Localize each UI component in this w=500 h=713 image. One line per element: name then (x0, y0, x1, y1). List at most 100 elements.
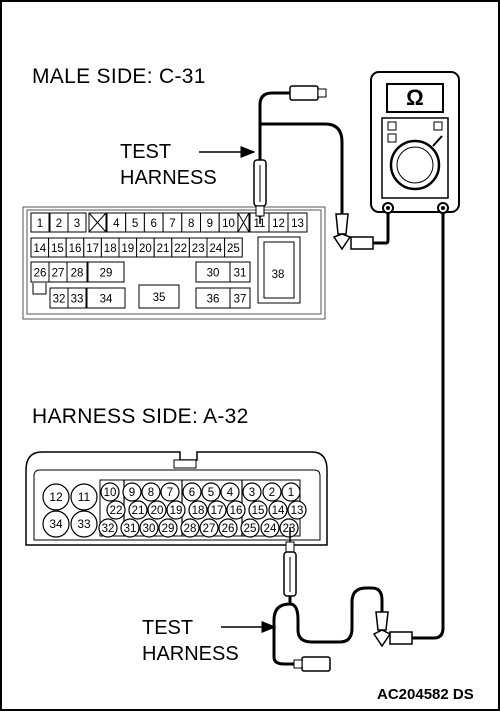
pin-circle (226, 500, 246, 520)
pin-label: 8 (188, 218, 194, 230)
pin-circle (141, 482, 161, 502)
pin-circle (260, 518, 280, 538)
pin-label: 10 (222, 218, 235, 230)
pin-label: 7 (169, 218, 175, 230)
pin-circle (287, 500, 307, 520)
pin-label: 30 (207, 268, 220, 280)
pin-cell (224, 237, 243, 258)
pin-circle (207, 500, 227, 520)
pin-label: 38 (272, 269, 285, 281)
pin-circle (268, 500, 288, 520)
pin-circle (70, 483, 98, 511)
pin-label: 4 (113, 218, 120, 230)
pin-circle (106, 500, 126, 520)
pin-circle (180, 518, 200, 538)
pin-cell (86, 287, 126, 309)
pin-circle (70, 510, 98, 538)
pin-label: 33 (77, 517, 91, 531)
pin-circle (42, 483, 70, 511)
pin-label: 29 (100, 268, 113, 280)
pin-label: 37 (234, 294, 247, 306)
pin-label: 28 (184, 523, 197, 535)
pin-label: 21 (157, 243, 170, 255)
pin-label: 15 (252, 505, 265, 517)
pin-cell (87, 261, 125, 283)
pin-label: 20 (139, 243, 152, 255)
pin-label: 24 (264, 523, 277, 535)
pin-label: 32 (53, 294, 66, 306)
pin-label: 25 (244, 523, 257, 535)
test-harness-label-bottom: TEST HARNESS (142, 615, 272, 667)
pin-label: 14 (33, 243, 46, 255)
pin-cell (67, 287, 87, 309)
pin-label: 16 (230, 505, 243, 517)
pin-circle (281, 482, 301, 502)
harness-side-title: HARNESS SIDE: A-32 (32, 405, 249, 428)
pin-label: 7 (167, 487, 173, 499)
pin-cell (138, 284, 180, 309)
pin-label: 9 (129, 487, 135, 499)
pin-label: 6 (151, 218, 157, 230)
pin-label: 2 (269, 487, 275, 499)
pin-cell (287, 212, 308, 233)
pin-label: 31 (234, 268, 247, 280)
pin-cell (66, 261, 88, 283)
pin-label: 31 (124, 523, 137, 535)
pin-label: 18 (192, 505, 205, 517)
pin-label: 13 (291, 505, 304, 517)
pin-label: 28 (71, 268, 84, 280)
pin-label: 3 (249, 487, 255, 499)
pin-label: 6 (189, 487, 195, 499)
pin-circle (248, 500, 268, 520)
pin-cell (229, 287, 251, 309)
pin-circle (122, 482, 142, 502)
pin-label: 20 (151, 505, 164, 517)
pin-label: 13 (291, 218, 304, 230)
pin-label: 24 (209, 243, 222, 255)
pin-cell (67, 212, 87, 233)
pin-label: 33 (71, 294, 84, 306)
pin-label: 25 (227, 243, 240, 255)
pin-label: 4 (227, 487, 234, 499)
pin-label: 29 (162, 523, 175, 535)
bottom-test-harness (272, 212, 445, 672)
pin-circle (98, 518, 118, 538)
pin-circle (166, 500, 186, 520)
pin-circle (188, 500, 208, 520)
pin-label: 34 (100, 294, 113, 306)
multimeter: Ω (370, 71, 460, 214)
pin-label: 32 (102, 523, 115, 535)
pin-label: 2 (56, 218, 62, 230)
pin-circle (182, 482, 202, 502)
pin-label: 22 (110, 505, 123, 517)
pin-cell (229, 261, 251, 283)
top-test-harness (253, 85, 390, 251)
pin-label: 10 (104, 487, 117, 499)
pin-label: 12 (49, 490, 63, 504)
pin-circle (139, 518, 159, 538)
pin-circle (160, 482, 180, 502)
pin-label: 15 (51, 243, 64, 255)
pin-circle (279, 518, 299, 538)
pin-label: 1 (37, 218, 43, 230)
pin-label: 3 (74, 218, 80, 230)
pin-label: 18 (104, 243, 117, 255)
pin-circle (218, 518, 238, 538)
pin-circle (242, 482, 262, 502)
pin-label: 27 (52, 268, 65, 280)
pin-label: 19 (121, 243, 134, 255)
pin-circle (220, 482, 240, 502)
pin-label: 17 (86, 243, 99, 255)
pin-circle (128, 500, 148, 520)
pin-label: 34 (49, 517, 63, 531)
pin-label: 26 (34, 268, 47, 280)
pin-circle (158, 518, 178, 538)
pin-circle (262, 482, 282, 502)
pin-label: 1 (288, 487, 294, 499)
figure-reference: AC204582 DS (377, 686, 474, 703)
pin-label: 27 (203, 523, 216, 535)
pin-label: 26 (222, 523, 235, 535)
pin-label: 8 (148, 487, 154, 499)
